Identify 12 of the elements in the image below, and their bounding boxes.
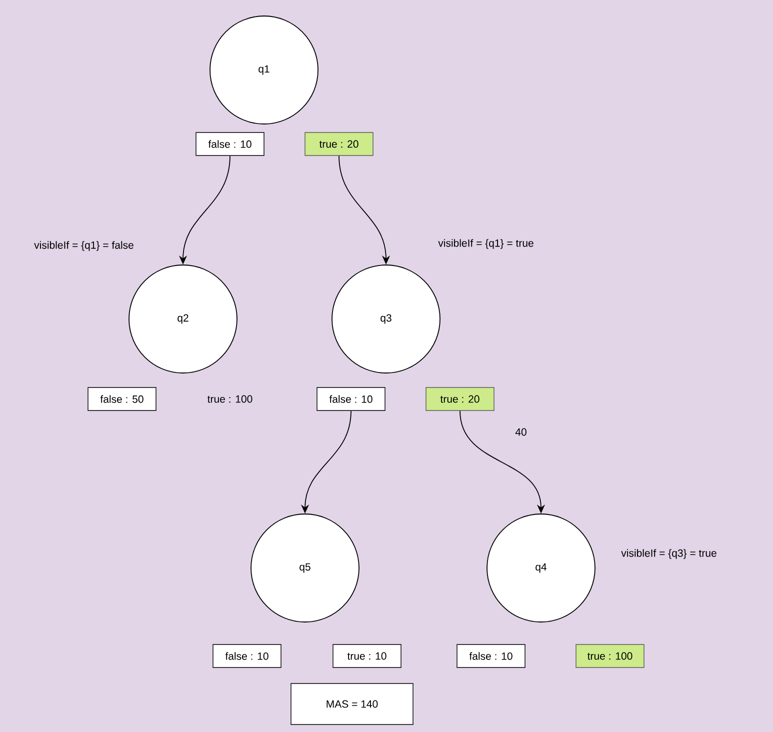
answer-box: false : 10 [212, 644, 282, 668]
result-box: MAS = 140 [290, 683, 414, 725]
answer-box: true : 100 [576, 644, 644, 668]
answer-box: false : 10 [456, 644, 526, 668]
annotation-text: 40 [515, 428, 526, 436]
answer-box: true : 20 [304, 132, 374, 156]
answer-box: true : 20 [426, 387, 494, 411]
answer-box: false : 10 [196, 132, 264, 156]
answer-box: false : 50 [88, 387, 156, 411]
annotation-text: true : 100 [208, 395, 252, 403]
answer-box: false : 10 [316, 387, 386, 411]
answer-box: true : 10 [332, 644, 402, 668]
